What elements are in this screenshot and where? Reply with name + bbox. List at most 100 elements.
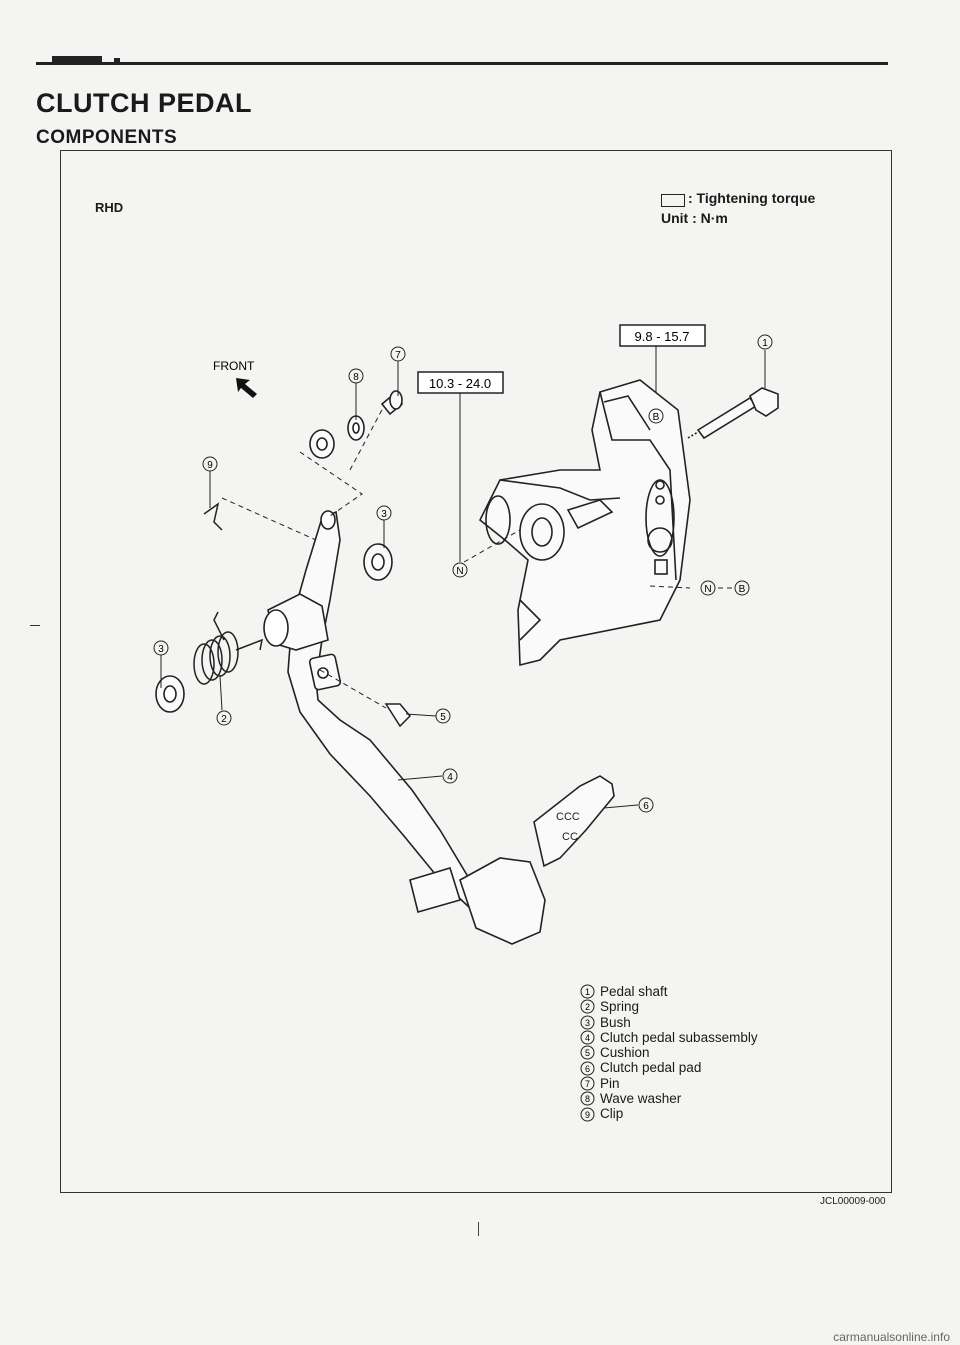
part-name: Pin <box>600 1075 620 1091</box>
part-name: Wave washer <box>600 1091 682 1107</box>
part-number-badge: 3 <box>580 1015 595 1030</box>
svg-text:3: 3 <box>381 509 387 520</box>
callout-4: 4 <box>442 768 458 784</box>
part-number-badge: 5 <box>580 1045 595 1060</box>
callout-5: 5 <box>435 708 451 724</box>
margin-tick <box>30 625 40 626</box>
pedal-bracket <box>478 379 691 667</box>
parts-list-item: 4 Clutch pedal subassembly <box>580 1030 758 1045</box>
section-subtitle: COMPONENTS <box>36 127 178 148</box>
symbol-b-bracket: B <box>648 408 664 424</box>
svg-text:2: 2 <box>221 714 227 725</box>
part-name: Pedal shaft <box>600 984 668 999</box>
part-name: Cushion <box>600 1045 650 1061</box>
spring-component <box>193 611 264 685</box>
parts-list: 1 Pedal shaft 2 Spring 3 Bush 4 Clutch pedal su… <box>580 984 758 1122</box>
parts-list-item: 5 Cushion <box>580 1045 758 1060</box>
clip-component <box>203 502 223 531</box>
part-number-badge: 9 <box>580 1107 595 1122</box>
symbol-n-pivot: N <box>452 562 468 578</box>
unit-label: Unit : N·m <box>661 210 728 226</box>
callout-6: 6 <box>638 797 654 813</box>
svg-text:1: 1 <box>585 987 590 997</box>
page-title: CLUTCH PEDAL <box>36 88 252 118</box>
figure-reference: JCL00009-000 <box>820 1196 886 1207</box>
svg-text:5: 5 <box>585 1048 590 1058</box>
svg-text:CC: CC <box>562 831 578 843</box>
parts-list-item: 3 Bush <box>580 1015 758 1030</box>
torque-box-bracket: 9.8 - 15.7 <box>619 324 706 408</box>
svg-text:3: 3 <box>585 1018 590 1028</box>
parts-list-item: 7 Pin <box>580 1076 758 1091</box>
parts-list-item: 1 Pedal shaft <box>580 984 758 999</box>
parts-list-item: 6 Clutch pedal pad <box>580 1060 758 1075</box>
part-name: Clutch pedal pad <box>600 1060 702 1076</box>
callout-numbers: 1 7 8 9 3 3 2 5 4 6 B N N B <box>153 334 773 813</box>
part-name: Clutch pedal subassembly <box>600 1029 758 1045</box>
svg-text:B: B <box>653 412 660 423</box>
bush-right <box>363 543 393 581</box>
torque-legend-box <box>661 194 685 207</box>
symbol-b-shaft: B <box>734 580 750 596</box>
part-name: Spring <box>600 999 640 1015</box>
cushion-component <box>384 703 412 728</box>
svg-text:6: 6 <box>643 801 649 812</box>
svg-text:N: N <box>704 584 711 595</box>
svg-text:4: 4 <box>585 1033 590 1043</box>
parts-list-item: 8 Wave washer <box>580 1091 758 1106</box>
torque-legend-label: : Tightening torque <box>688 190 816 206</box>
header-rule <box>36 62 888 65</box>
part-number-badge: 7 <box>580 1076 595 1091</box>
svg-text:CCC: CCC <box>556 811 580 823</box>
footer-watermark: carmanualsonline.info <box>833 1330 950 1344</box>
part-number-badge: 2 <box>580 999 595 1014</box>
svg-text:9: 9 <box>207 460 213 471</box>
callout-1: 1 <box>757 334 773 350</box>
svg-text:1: 1 <box>762 338 768 349</box>
leader-lines <box>160 350 766 809</box>
part-number-badge: 6 <box>580 1061 595 1076</box>
part-name: Clip <box>600 1106 624 1122</box>
torque-value-bracket: 9.8 - 15.7 <box>635 329 690 344</box>
part-number-badge: 4 <box>580 1030 595 1045</box>
clutch-pedal-pad: CCC CC <box>409 775 615 945</box>
svg-text:8: 8 <box>585 1094 590 1104</box>
callout-3-right: 3 <box>376 505 392 521</box>
pin-component <box>380 390 404 416</box>
svg-text:6: 6 <box>585 1064 590 1074</box>
callout-9: 9 <box>202 456 218 472</box>
variant-label: RHD <box>95 200 124 215</box>
page-tick <box>478 1222 479 1236</box>
svg-text:7: 7 <box>395 350 401 361</box>
callout-2: 2 <box>216 710 232 726</box>
svg-text:8: 8 <box>353 372 359 383</box>
svg-text:9: 9 <box>585 1110 590 1120</box>
part-name: Bush <box>600 1014 631 1030</box>
svg-text:N: N <box>456 566 463 577</box>
part-number-badge: 8 <box>580 1091 595 1106</box>
assembly-lines <box>221 405 734 709</box>
svg-text:7: 7 <box>585 1079 590 1089</box>
pedal-shaft <box>687 387 779 440</box>
svg-text:B: B <box>739 584 746 595</box>
parts-list-item: 9 Clip <box>580 1106 758 1121</box>
header-mark <box>52 56 102 64</box>
bush-left <box>155 675 185 713</box>
torque-box-pivot: 10.3 - 24.0 <box>417 371 504 562</box>
callout-8: 8 <box>348 368 364 384</box>
parts-list-item: 2 Spring <box>580 999 758 1014</box>
svg-text:5: 5 <box>440 712 446 723</box>
pivot-nut <box>309 429 335 459</box>
front-arrow-icon <box>236 378 257 398</box>
symbol-n-shaft: N <box>700 580 716 596</box>
clutch-pedal-arm <box>263 510 488 909</box>
svg-text:2: 2 <box>585 1002 590 1012</box>
figure-frame <box>60 150 892 1193</box>
callout-7: 7 <box>390 346 406 362</box>
torque-value-pivot: 10.3 - 24.0 <box>429 376 491 391</box>
svg-text:4: 4 <box>447 772 453 783</box>
callout-3-left: 3 <box>153 640 169 656</box>
part-number-badge: 1 <box>580 984 595 999</box>
header-mark-small <box>114 58 120 64</box>
